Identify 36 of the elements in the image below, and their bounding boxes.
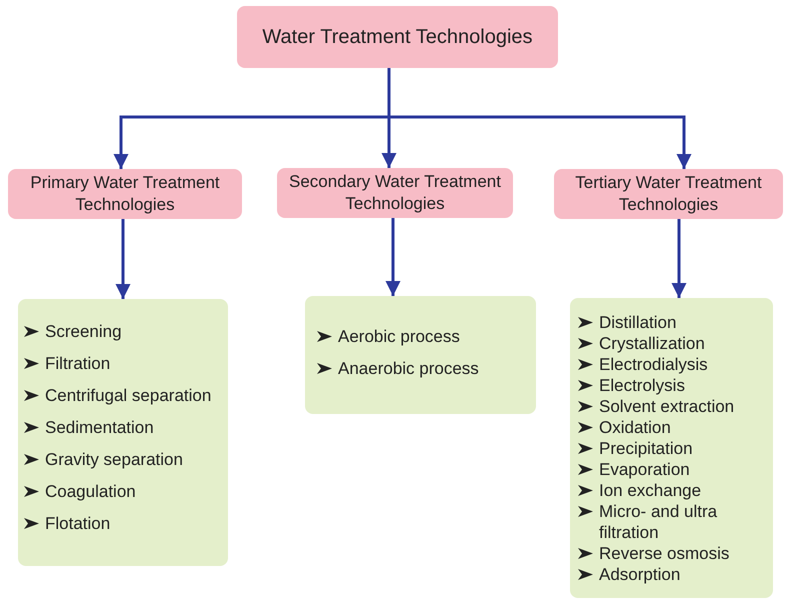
list-item: Adsorption [599,564,680,585]
arrow [386,218,400,296]
list-item: Gravity separation [45,449,183,471]
list-item: Sedimentation [45,417,154,439]
list-item: Screening [45,321,122,343]
list-box [18,299,228,566]
category-box [277,168,513,218]
list-box [570,298,773,598]
title-box [237,6,558,68]
list-item: Reverse osmosis [599,543,730,564]
list-item: Filtration [45,353,110,375]
category-label: Secondary Water Treatment Technologies [288,171,502,215]
list-item: Coagulation [45,481,136,503]
list-item: Electrolysis [599,375,685,396]
list-item: Anaerobic process [338,358,479,380]
list-item: Electrodialysis [599,354,708,375]
list-item: Aerobic process [338,326,460,348]
list-item: Flotation [45,513,110,535]
list-item: Distillation [599,312,676,333]
arrow [116,219,130,299]
list-item: Centrifugal separation [45,385,212,407]
list-item: Micro- and ultra filtration [599,501,718,543]
category-label: Tertiary Water Treatment Technologies [574,172,763,216]
arrow [672,219,686,298]
list-item: Solvent extraction [599,396,734,417]
category-box [8,169,242,219]
list-item: Precipitation [599,438,693,459]
category-box [554,169,783,219]
arrow [388,68,692,169]
category-label: Primary Water Treatment Technologies [29,172,221,216]
list-item: Oxidation [599,417,671,438]
list-item: Ion exchange [599,480,702,501]
list-item: Evaporation [599,459,690,480]
list-item: Crystallization [599,333,705,354]
title: Water Treatment Technologies [261,26,534,48]
list-box [305,296,536,414]
